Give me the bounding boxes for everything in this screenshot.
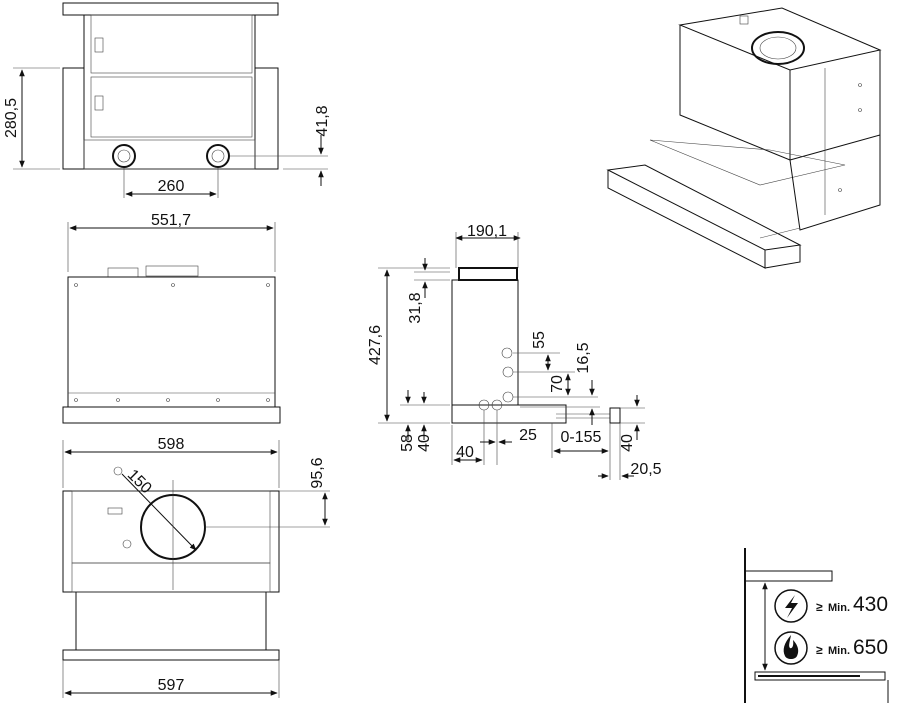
front-view — [13, 2, 328, 198]
dim-front-duct-offset: 41,8 — [314, 105, 331, 136]
dim-side-40-bottom: 40 — [456, 444, 474, 461]
dim-side-40-right: 40 — [619, 434, 636, 452]
top-view — [62, 222, 281, 424]
min-value-electric: 430 — [853, 593, 888, 616]
dim-front-height: 280,5 — [3, 98, 20, 138]
dim-side-top-offset: 31,8 — [407, 292, 424, 323]
bottom-view — [62, 440, 330, 698]
dim-front-duct-spacing: 260 — [158, 178, 185, 195]
side-view — [378, 232, 645, 480]
dim-side-70: 70 — [549, 375, 566, 393]
dim-side-16-5: 16,5 — [575, 342, 592, 373]
lightning-bolt-icon — [774, 589, 808, 623]
dim-side-58: 58 — [399, 434, 416, 452]
isometric-view — [606, 7, 882, 269]
ge-symbol-gas: ≥ — [816, 643, 823, 657]
dim-top-width: 551,7 — [151, 212, 191, 229]
min-value-gas: 650 — [853, 636, 888, 659]
front-duct-right — [206, 144, 230, 168]
dim-bottom-width-total: 598 — [158, 436, 185, 453]
dim-side-20-5: 20,5 — [630, 461, 661, 478]
dim-side-extension: 0-155 — [561, 429, 602, 446]
dim-duct-diameter: 150 — [124, 466, 155, 497]
dim-side-40-left: 40 — [416, 434, 433, 452]
dim-bottom-duct-offset: 95,6 — [309, 457, 326, 488]
gas-flame-icon — [774, 631, 808, 665]
dim-bottom-width-base: 597 — [158, 677, 185, 694]
dim-side-height: 427,6 — [367, 325, 384, 365]
dim-side-depth: 190,1 — [467, 223, 507, 240]
front-duct-left — [112, 144, 136, 168]
min-label-electric: Min. — [828, 602, 850, 614]
dim-side-55: 55 — [531, 331, 548, 349]
dim-side-25: 25 — [519, 427, 537, 444]
min-label-gas: Min. — [828, 645, 850, 657]
min-clearance-diagram — [744, 548, 889, 703]
ge-symbol-electric: ≥ — [816, 600, 823, 614]
